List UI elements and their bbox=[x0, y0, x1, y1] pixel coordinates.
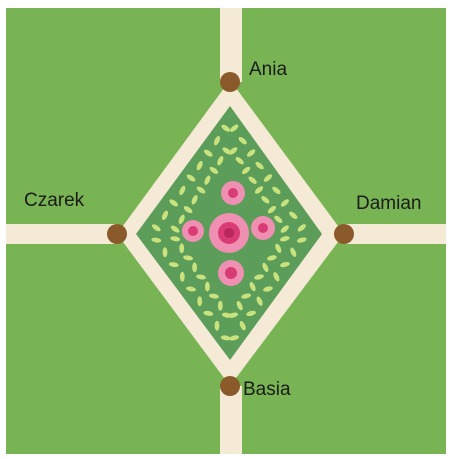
rose-left bbox=[182, 220, 204, 242]
path-left bbox=[6, 224, 118, 244]
rose-center bbox=[209, 213, 249, 253]
label-ania: Ania bbox=[249, 60, 287, 79]
leaf bbox=[180, 272, 185, 282]
post-ania bbox=[220, 72, 240, 92]
leaf bbox=[163, 247, 168, 257]
leaf bbox=[197, 296, 202, 306]
post-damian bbox=[334, 224, 354, 244]
leaf bbox=[218, 301, 223, 311]
rose-right bbox=[251, 216, 275, 240]
path-top bbox=[220, 8, 242, 82]
post-czarek bbox=[107, 224, 127, 244]
path-bottom bbox=[220, 386, 242, 454]
leaf bbox=[215, 321, 220, 331]
post-basia bbox=[220, 376, 240, 396]
path-right bbox=[344, 224, 446, 244]
leaf bbox=[192, 262, 197, 272]
leaf bbox=[205, 282, 210, 292]
label-damian: Damian bbox=[356, 194, 421, 213]
leaf bbox=[179, 243, 184, 253]
label-czarek: Czarek bbox=[24, 191, 84, 210]
rose-bottom bbox=[218, 260, 244, 286]
label-basia: Basia bbox=[243, 380, 291, 399]
rose-top bbox=[221, 181, 245, 205]
